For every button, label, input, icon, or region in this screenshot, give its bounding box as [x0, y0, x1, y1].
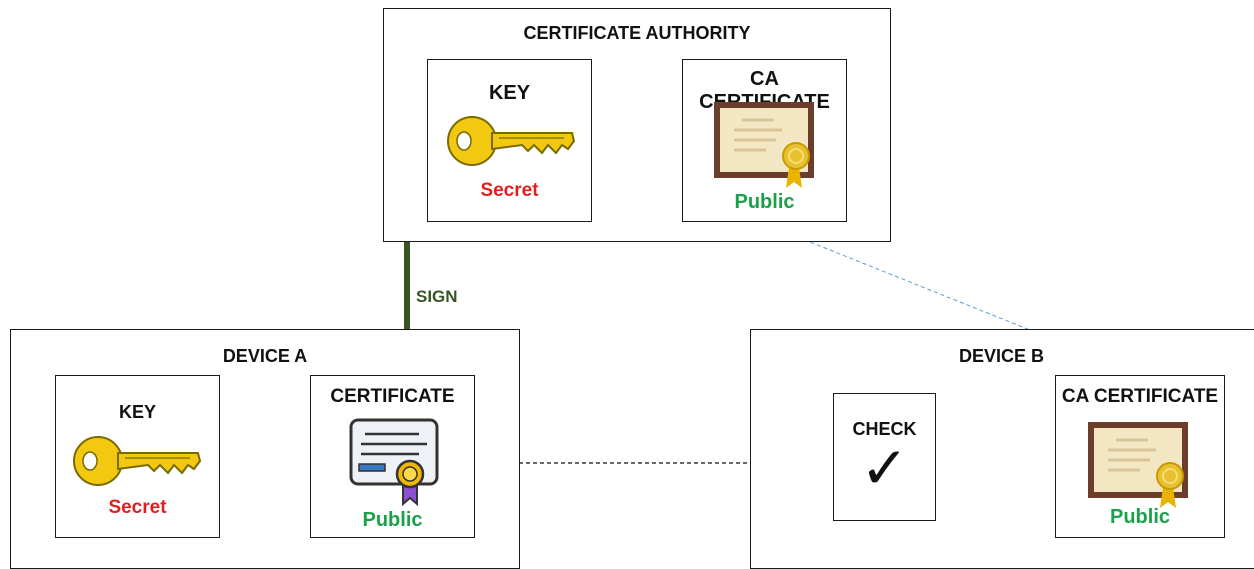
device-a-cert-title: CERTIFICATE [330, 386, 455, 407]
device-a-title: DEVICE A [222, 346, 308, 366]
ca-certificate-icon [714, 102, 814, 188]
ca-certificate-box: CA CERTIFICATE Public [682, 59, 847, 222]
sign-label: SIGN [416, 287, 458, 306]
device-a-key-title: KEY [118, 402, 156, 422]
check-title: CHECK [852, 419, 917, 439]
device-a-certificate-box: CERTIFICATE Public [310, 375, 475, 538]
device-a-cert-visibility: Public [362, 509, 423, 531]
checkmark-icon: ✓ [860, 434, 909, 502]
certificate-icon [349, 418, 439, 507]
check-box: CHECK ✓ [833, 393, 936, 521]
ca-cert-visibility: Public [734, 191, 795, 213]
ca-key-visibility: Secret [480, 180, 539, 201]
key-icon [73, 436, 202, 486]
device-b-ca-cert-visibility: Public [1109, 506, 1170, 528]
device-b-ca-certificate-box: CA CERTIFICATE Public [1055, 375, 1225, 538]
key-icon [447, 116, 576, 166]
ca-key-box: KEY Secret [427, 59, 592, 222]
device-a-key-visibility: Secret [108, 497, 167, 518]
device-a-key-box: KEY Secret [55, 375, 220, 538]
device-b-ca-cert-title: CA CERTIFICATE [1061, 386, 1219, 407]
device-b-title: DEVICE B [959, 346, 1045, 366]
ca-certificate-icon [1088, 422, 1188, 508]
ca-key-title: KEY [488, 82, 531, 104]
certificate-authority-title: CERTIFICATE AUTHORITY [523, 23, 751, 43]
